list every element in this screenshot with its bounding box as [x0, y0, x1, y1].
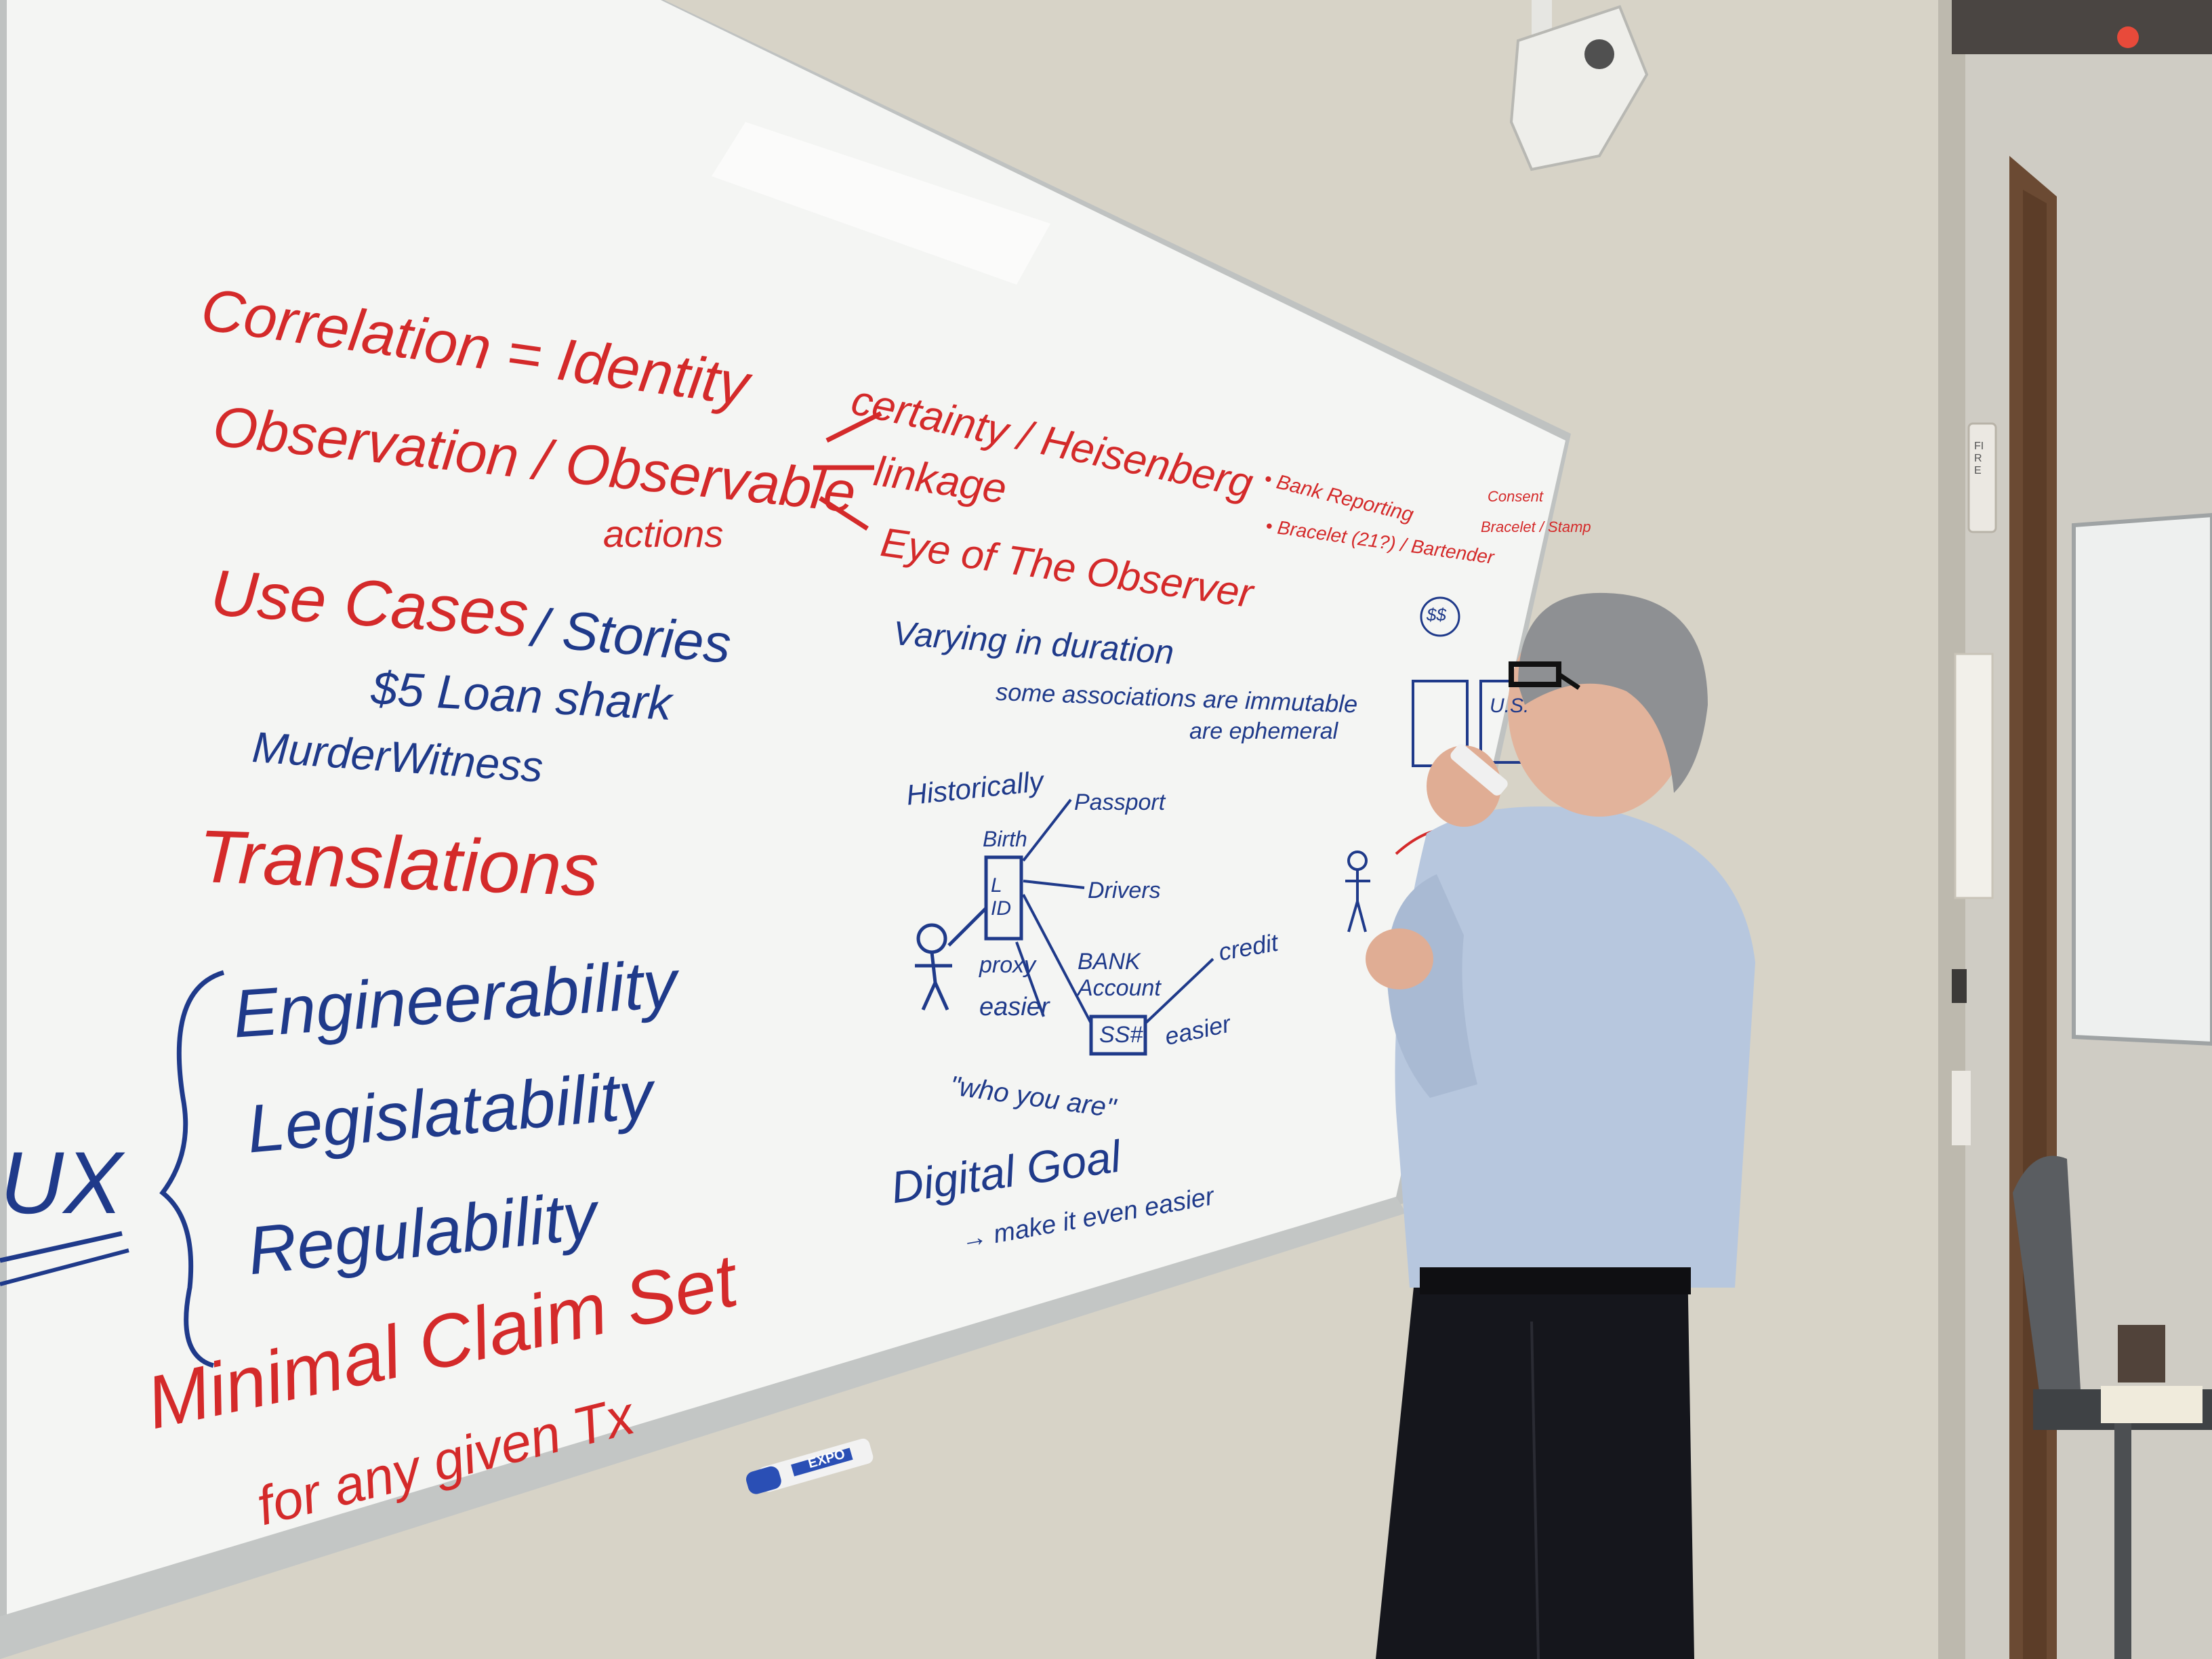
note-ephemeral: are ephemeral — [1189, 718, 1338, 744]
note-regulability: Regulability — [244, 1176, 600, 1290]
note-credit: credit — [1216, 928, 1280, 966]
chair — [2013, 1155, 2212, 1659]
belt — [1420, 1267, 1691, 1294]
note-murder: MurderWitness — [250, 722, 545, 792]
fire-alarm-label: FIRE — [1974, 441, 1984, 476]
wall-poster — [1954, 653, 1994, 899]
note-varying: Varying in duration — [892, 613, 1175, 672]
note-eye-observer: Eye of The Observer — [878, 518, 1256, 617]
note-some-associations: some associations are immutable — [995, 678, 1358, 718]
right-stick-figure — [1345, 851, 1370, 933]
ux-underline-2 — [0, 1248, 129, 1286]
note-observation: Observation / Observable — [210, 393, 859, 525]
far-whiteboard — [2072, 512, 2212, 1046]
note-legislatability: Legislatability — [244, 1056, 656, 1168]
red-dash-1 — [825, 411, 882, 443]
cup — [2118, 1325, 2165, 1382]
note-drivers: Drivers — [1088, 878, 1161, 903]
note-loan-shark: $5 Loan shark — [369, 661, 673, 731]
stick-figure — [915, 907, 987, 1011]
note-easier-2: easier — [1162, 1009, 1233, 1051]
note-dollar: $$ — [1427, 605, 1446, 625]
note-proxy: proxy — [979, 952, 1036, 978]
fire-alarm — [1967, 422, 1997, 533]
marker-label: EXPO — [806, 1446, 847, 1472]
ssn-box — [1089, 1015, 1147, 1056]
ceiling-strip — [1952, 0, 2212, 54]
note-us: U.S. — [1490, 695, 1530, 717]
hand-lower — [1366, 928, 1433, 989]
note-bracelet: • Bracelet (21?) / Bartender — [1264, 515, 1496, 568]
credit-arrow — [1144, 958, 1214, 1025]
note-linkage: linkage — [871, 447, 1010, 513]
note-ssn: SS# — [1099, 1022, 1143, 1048]
hair — [1518, 592, 1708, 793]
note-consent: Consent — [1488, 488, 1543, 505]
id-connectors — [1015, 798, 1092, 1024]
note-actions: actions — [603, 512, 724, 555]
note-passport: Passport — [1074, 790, 1166, 815]
note-translations: Translations — [197, 814, 600, 912]
projector — [1509, 0, 1649, 171]
note-bank-account: BANK Account — [1078, 949, 1161, 1001]
note-who-you-are: "who you are" — [947, 1071, 1118, 1124]
note-digital-goal: Digital Goal — [888, 1130, 1124, 1213]
exit-light — [2117, 26, 2139, 48]
marker-tray — [0, 1197, 1406, 1659]
note-easier-1: easier — [979, 993, 1050, 1021]
board-glare — [712, 122, 1050, 285]
person — [1366, 592, 1755, 1659]
blue-brace — [159, 970, 225, 1368]
held-marker — [1450, 743, 1508, 796]
ux-underline — [0, 1231, 123, 1263]
note-correlation: Correlation = Identity — [197, 274, 754, 419]
shirt — [1395, 806, 1755, 1288]
red-dash-3 — [819, 496, 869, 531]
note-ux: UX — [0, 1133, 123, 1232]
id-card — [984, 855, 1023, 941]
notebook — [2101, 1386, 2203, 1423]
note-birth: Birth — [983, 827, 1027, 851]
note-bracelet-stamp: Bracelet / Stamp — [1481, 518, 1591, 535]
light-switch — [1952, 1071, 1971, 1145]
whiteboard-surface — [7, 0, 1565, 1647]
note-use-cases: Use Cases — [208, 556, 531, 651]
note-id-box: L ID — [991, 874, 1011, 920]
expo-marker — [745, 1438, 874, 1494]
note-historically: Historically — [905, 764, 1045, 811]
wall-plate — [1952, 969, 1967, 1003]
dollar-circle — [1420, 596, 1460, 637]
note-stories: / Stories — [530, 596, 734, 675]
note-engineerability: Engineerability — [230, 945, 680, 1052]
